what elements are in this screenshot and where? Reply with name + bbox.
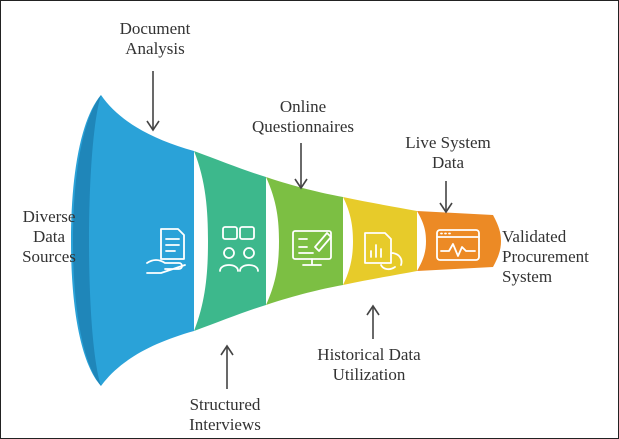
- monitor-pulse-icon: [436, 229, 480, 261]
- funnel-segment-live-system-data: [417, 211, 501, 271]
- stage-label-historical-data: Historical Data Utilization: [317, 345, 421, 384]
- arrow-online-questionnaires: [294, 143, 308, 190]
- arrow-structured-interviews: [220, 344, 234, 389]
- document-hand-icon: [146, 228, 186, 274]
- funnel-segment-structured-interviews: [194, 151, 266, 331]
- output-label: Validated Procurement System: [502, 227, 589, 286]
- stage-label-online-questionnaires: Online Questionnaires: [252, 97, 354, 136]
- arrow-live-system-data: [439, 181, 453, 214]
- input-label: Diverse Data Sources: [22, 207, 76, 266]
- funnel-segment-historical-data: [343, 197, 417, 285]
- stage-label-structured-interviews: Structured Interviews: [189, 395, 261, 434]
- chart-refresh-icon: [364, 232, 403, 271]
- funnel-mouth-highlight: [73, 95, 101, 386]
- stage-label-document-analysis: Document Analysis: [119, 19, 191, 58]
- computer-form-icon: [292, 230, 332, 266]
- arrow-document-analysis: [146, 71, 160, 132]
- people-chat-icon: [219, 226, 259, 272]
- arrow-historical-data: [366, 304, 380, 339]
- funnel-segment-document-analysis: [71, 95, 194, 386]
- funnel-segment-online-questionnaires: [266, 177, 343, 305]
- stage-label-live-system-data: Live System Data: [405, 133, 491, 172]
